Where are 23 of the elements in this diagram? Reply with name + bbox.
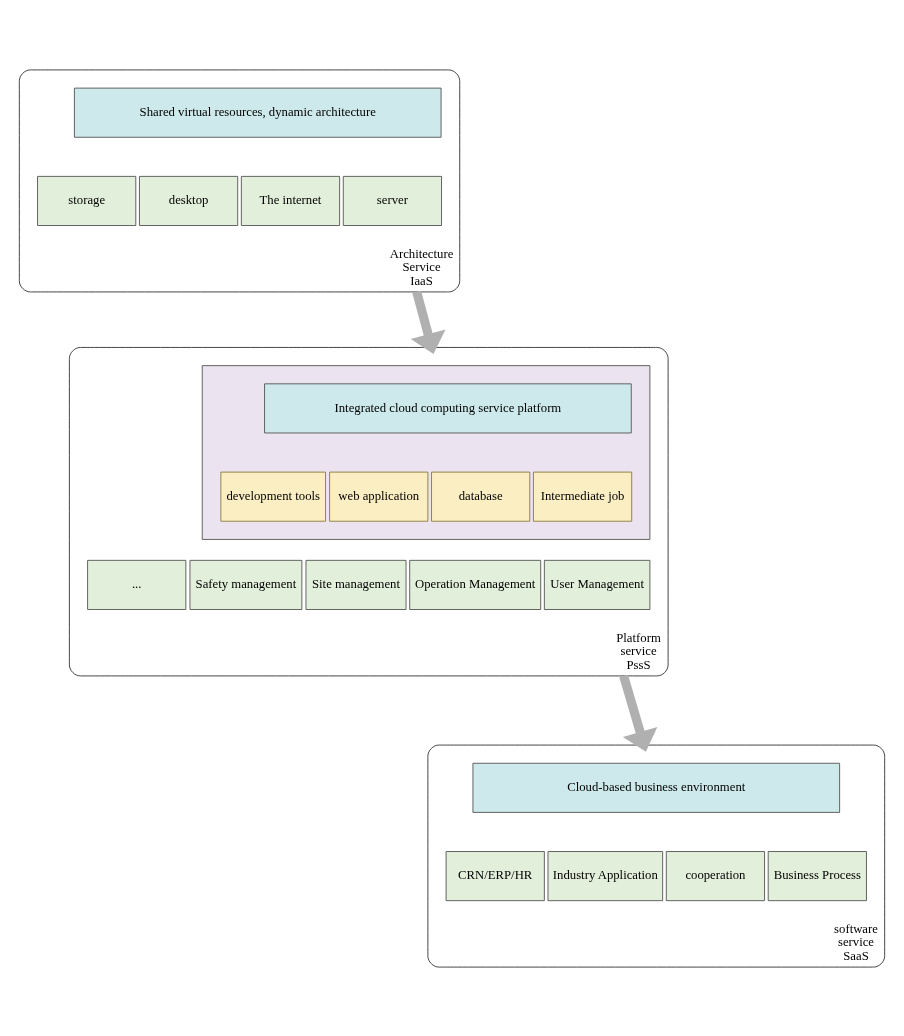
node-box: cooperation: [665, 850, 765, 901]
node-box: The internet: [240, 175, 341, 226]
arrow: [619, 674, 658, 752]
node-box: User Management: [543, 559, 651, 610]
node-box: Safety management: [189, 559, 303, 610]
node-box: Operation Management: [409, 559, 542, 610]
node-box: Shared virtual resources, dynamic architecture: [73, 87, 442, 138]
node-box: CRN/ERP/HR: [445, 850, 545, 901]
arrow: [410, 290, 446, 354]
node-box: storage: [37, 175, 137, 226]
node-box: Intermediate job: [533, 471, 633, 522]
node-box: Integrated cloud computing service platform: [264, 382, 632, 433]
node-box: web application: [329, 471, 429, 522]
node-box: Industry Application: [547, 850, 664, 901]
cluster: [201, 364, 651, 540]
node-box: server: [342, 175, 442, 226]
node-box: development tools: [220, 471, 326, 522]
node-box: database: [431, 471, 531, 522]
node-box: desktop: [139, 175, 239, 226]
node-box: ...: [87, 559, 187, 610]
node-box: Business Process: [767, 850, 867, 901]
node-box: Site management: [305, 559, 407, 610]
node-box: Cloud-based business environment: [472, 762, 841, 813]
